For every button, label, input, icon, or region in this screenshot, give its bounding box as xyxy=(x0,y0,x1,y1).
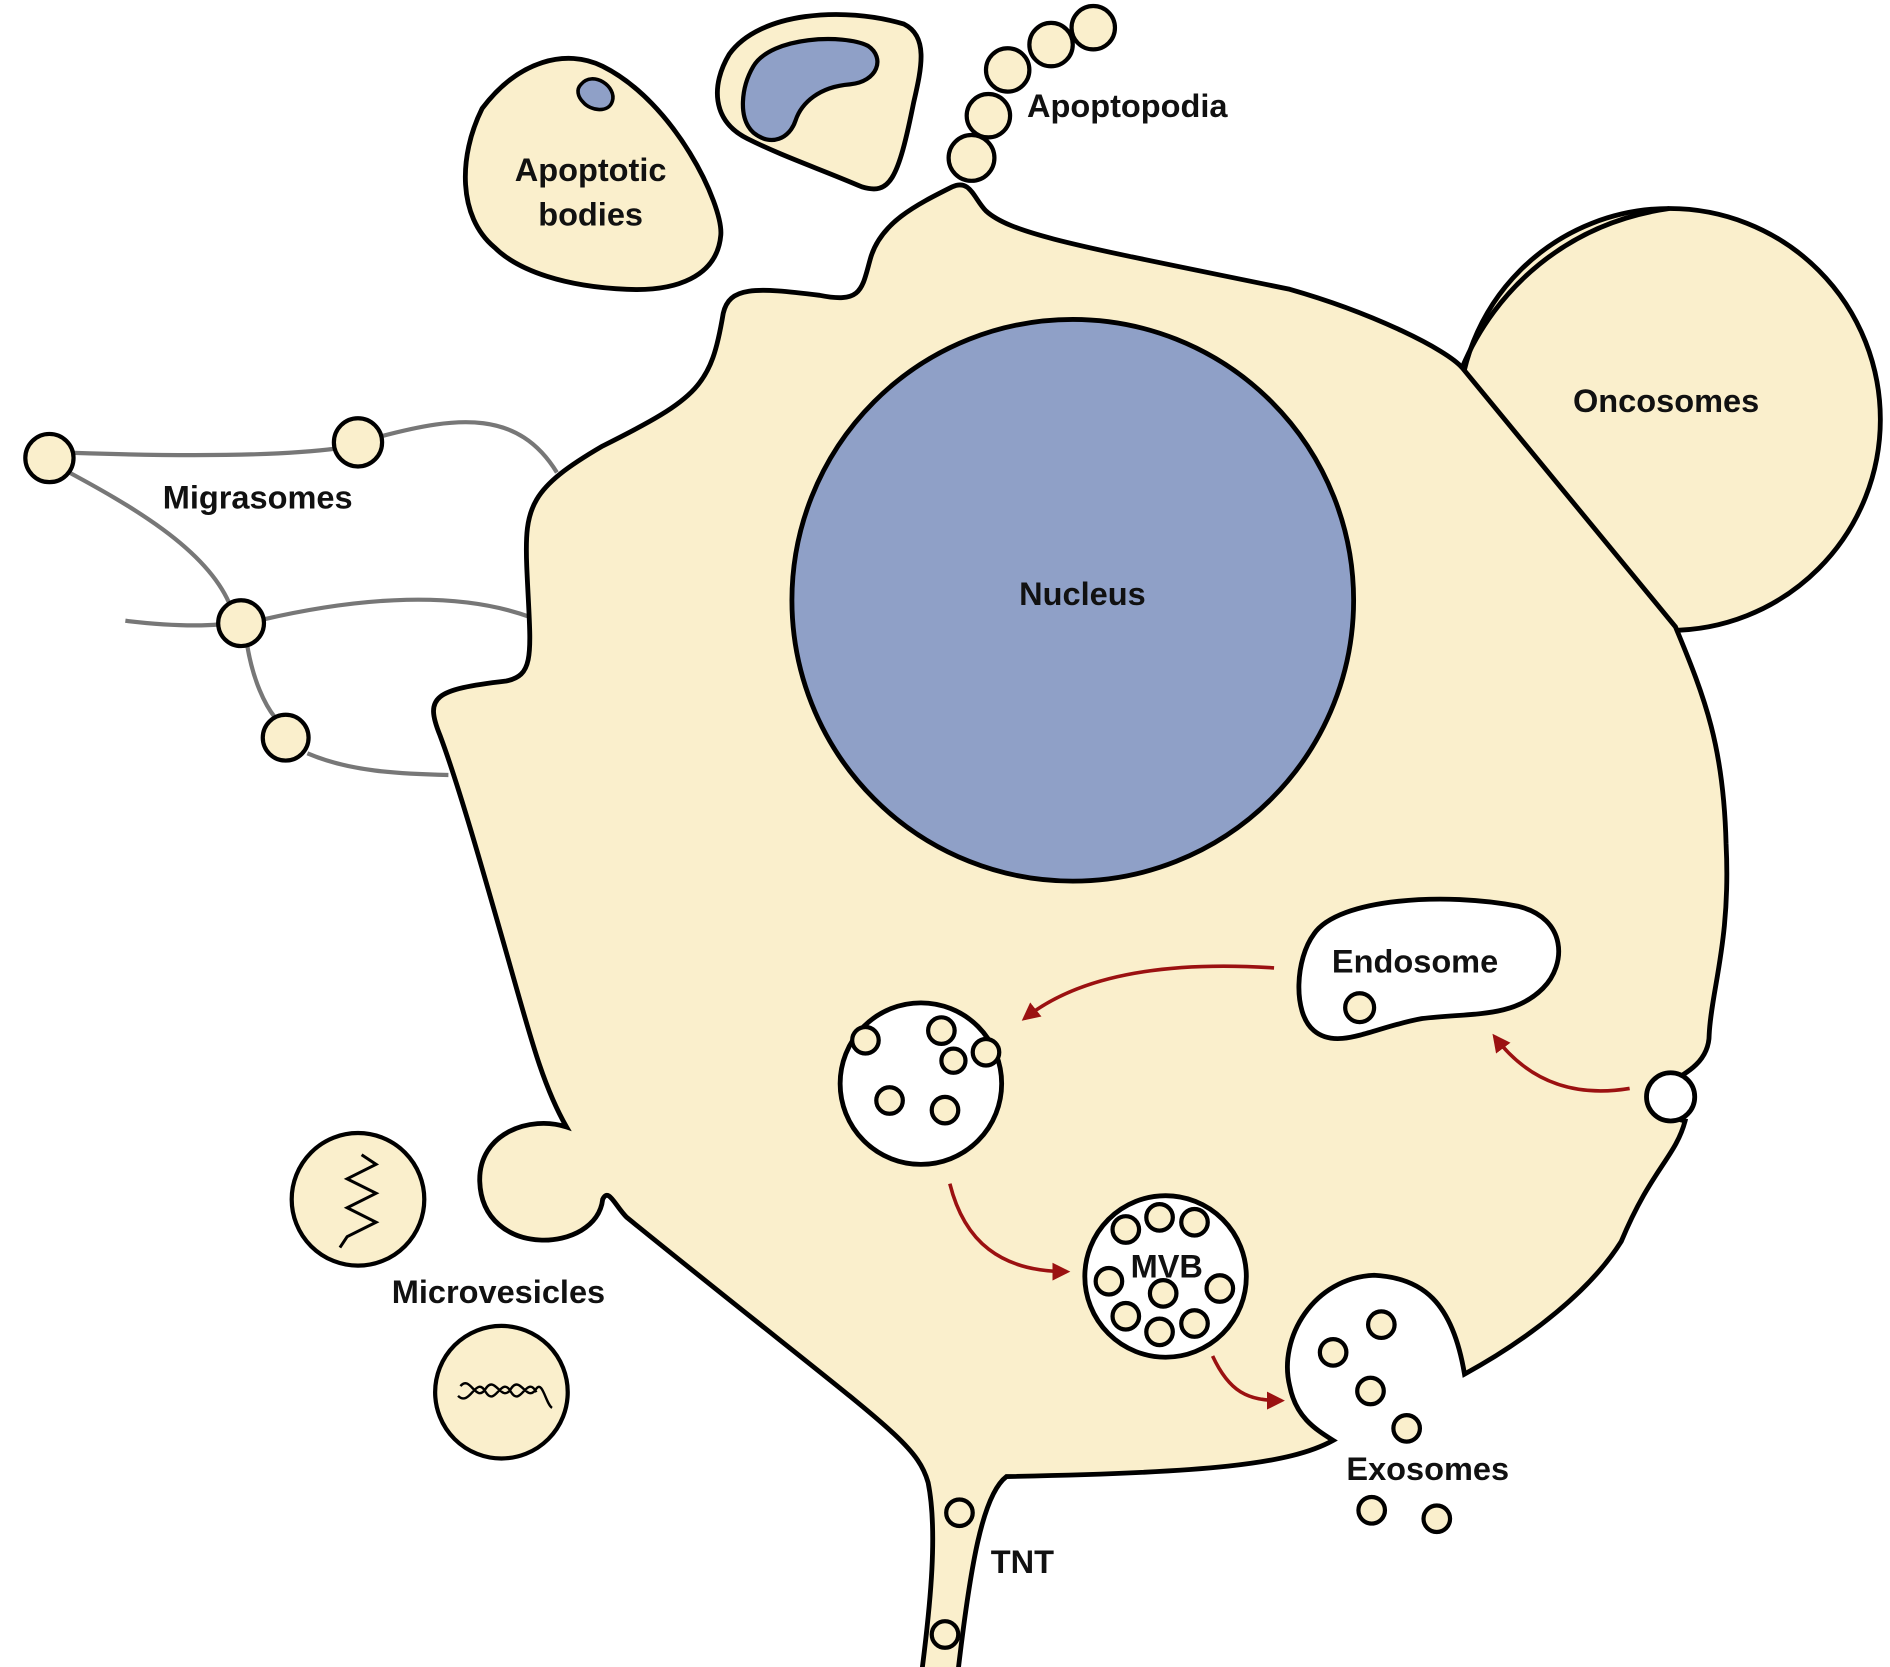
nucleus-label: Nucleus xyxy=(1019,576,1146,612)
apoptopodia-label: Apoptopodia xyxy=(1027,88,1228,124)
tnt-label: TNT xyxy=(991,1544,1054,1580)
endosome-vesicle xyxy=(1343,991,1377,1025)
apoptotic-bodies-label: Apoptotic xyxy=(515,152,667,188)
apoptotic-bodies-label-line2: bodies xyxy=(538,196,643,232)
mvb-label: MVB xyxy=(1131,1249,1203,1285)
tnt-vesicles xyxy=(929,1497,975,1650)
oncosomes-label: Oncosomes xyxy=(1573,383,1759,419)
trafficking-arrows xyxy=(948,964,1630,1410)
arrow-endosome-to-early-endosome xyxy=(1021,964,1275,1021)
apoptotic-body-2-nucleus-fragment xyxy=(740,36,880,142)
dna-icon xyxy=(457,1382,553,1409)
arrow-to-mvb xyxy=(948,1183,1071,1281)
exosomes-label: Exosomes xyxy=(1346,1451,1509,1487)
migrasomes xyxy=(23,416,385,763)
arrow-pit-to-endosome xyxy=(1492,1033,1630,1093)
endosome-label: Endosome xyxy=(1332,944,1498,980)
rna-icon xyxy=(338,1153,380,1249)
arrow-mvb-to-exosome xyxy=(1210,1355,1285,1410)
apoptotic-body-1-nucleus-fragment xyxy=(576,77,615,112)
migrasomes-label: Migrasomes xyxy=(163,480,353,516)
mvb-vesicles xyxy=(1093,1202,1236,1348)
apoptotic-body-1 xyxy=(462,55,724,292)
cell-body xyxy=(431,182,1730,1667)
nucleus xyxy=(789,317,1357,884)
endocytic-vesicle xyxy=(1644,1070,1698,1124)
microvesicles-label: Microvesicles xyxy=(392,1274,605,1310)
intraluminal-vesicles xyxy=(850,1015,1002,1126)
exosomes xyxy=(1317,1309,1453,1535)
microvesicle-rna xyxy=(289,1130,427,1268)
migrasome-fibers xyxy=(49,420,559,778)
apoptopodia-beads xyxy=(946,3,1118,183)
